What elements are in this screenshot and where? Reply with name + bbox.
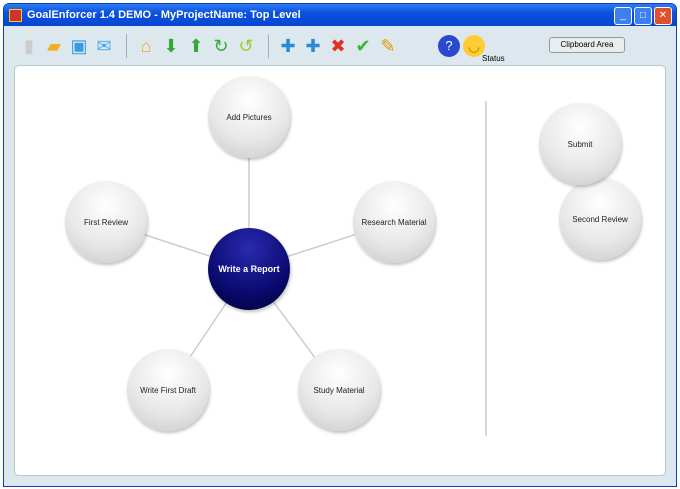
node-first-review[interactable]: First Review [65, 181, 147, 263]
app-icon [9, 8, 22, 22]
open-icon[interactable]: ▰ [47, 36, 61, 56]
add-icon[interactable]: ✚ [280, 36, 296, 56]
home-icon[interactable]: ⌂ [140, 36, 152, 56]
clipboard-node-submit[interactable]: Submit [539, 103, 621, 185]
mind-map-canvas[interactable]: Add Pictures First Review Research Mater… [14, 65, 666, 476]
maximize-button[interactable]: □ [634, 7, 652, 25]
edit-icon[interactable]: ✎ [380, 36, 396, 56]
help-icon[interactable]: ? [438, 35, 460, 57]
node-write-a-report[interactable]: Write a Report [208, 228, 290, 310]
node-write-first-draft[interactable]: Write First Draft [127, 349, 209, 431]
clipboard-node-second-review[interactable]: Second Review [559, 178, 641, 260]
toolbar-separator [126, 34, 127, 58]
delete-icon[interactable]: ✖ [330, 36, 346, 56]
save-icon[interactable]: ▣ [70, 36, 88, 56]
title-bar: GoalEnforcer 1.4 DEMO - MyProjectName: T… [4, 4, 676, 26]
new-icon[interactable]: ▮ [24, 36, 34, 56]
node-research-material[interactable]: Research Material [353, 181, 435, 263]
add-child-icon[interactable]: ✚ [305, 36, 321, 56]
close-button[interactable]: ✕ [654, 7, 672, 25]
clipboard-area-button[interactable]: Clipboard Area [549, 37, 625, 53]
minimize-button[interactable]: _ [614, 7, 632, 25]
redo-icon[interactable]: ↻ [213, 36, 229, 56]
email-icon[interactable]: ✉ [96, 36, 112, 56]
status-smiley-icon[interactable]: ◡ [463, 35, 485, 57]
up-arrow-icon[interactable]: ⬆ [188, 36, 204, 56]
check-icon[interactable]: ✔ [355, 36, 371, 56]
down-arrow-icon[interactable]: ⬇ [163, 36, 179, 56]
node-study-material[interactable]: Study Material [298, 349, 380, 431]
undo-icon[interactable]: ↺ [238, 36, 254, 56]
node-add-pictures[interactable]: Add Pictures [208, 76, 290, 158]
toolbar: ▮ ▰ ▣ ✉ ⌂ ⬇ ⬆ ↻ ↺ ✚ ✚ ✖ ✔ ✎ ? ◡ [4, 28, 676, 64]
status-label: Status [482, 54, 505, 63]
toolbar-separator [268, 34, 269, 58]
window-title: GoalEnforcer 1.4 DEMO - MyProjectName: T… [27, 9, 301, 21]
